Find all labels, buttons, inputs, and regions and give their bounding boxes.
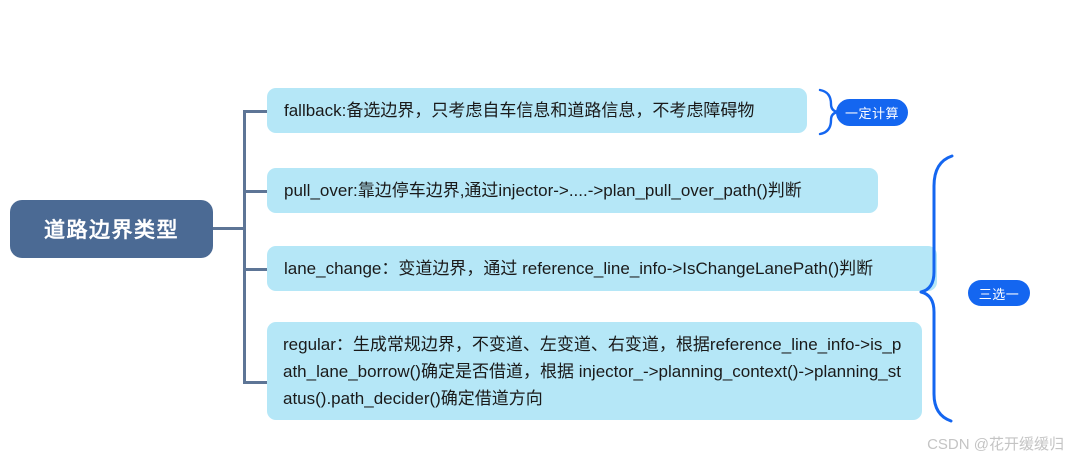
badge-choose-one[interactable]: 三选一 <box>968 280 1030 306</box>
watermark-label: CSDN @花开缓缓归 <box>927 436 1064 453</box>
branch-node-pull-over[interactable]: pull_over:靠边停车边界,通过injector->....->plan_… <box>267 168 878 213</box>
connector-lead-regular <box>243 381 270 384</box>
branch-node-fallback[interactable]: fallback:备选边界，只考虑自车信息和道路信息，不考虑障碍物 <box>267 88 807 133</box>
watermark: CSDN @花开缓缓归 <box>927 433 1064 454</box>
badge-must-compute-label: 一定计算 <box>844 106 899 121</box>
root-node-label: 道路边界类型 <box>44 219 179 242</box>
branch-node-pull-over-label: pull_over:靠边停车边界,通过injector->....->plan_… <box>284 181 802 200</box>
connector-lead-pull-over <box>243 190 270 193</box>
connector-root-stub <box>213 227 246 230</box>
connector-lead-lane-change <box>243 268 270 271</box>
root-node[interactable]: 道路边界类型 <box>10 200 213 258</box>
connector-spine <box>243 110 246 383</box>
branch-node-lane-change[interactable]: lane_change：变道边界，通过 reference_line_info-… <box>267 246 937 291</box>
branch-node-regular[interactable]: regular：生成常规边界，不变道、左变道、右变道，根据reference_l… <box>267 322 922 420</box>
badge-must-compute[interactable]: 一定计算 <box>836 99 908 126</box>
branch-node-fallback-label: fallback:备选边界，只考虑自车信息和道路信息，不考虑障碍物 <box>284 101 755 120</box>
badge-choose-one-label: 三选一 <box>978 286 1020 302</box>
connector-lead-fallback <box>243 110 270 113</box>
branch-node-regular-label: regular：生成常规边界，不变道、左变道、右变道，根据reference_l… <box>283 334 902 408</box>
branch-node-lane-change-label: lane_change：变道边界，通过 reference_line_info-… <box>284 259 874 278</box>
